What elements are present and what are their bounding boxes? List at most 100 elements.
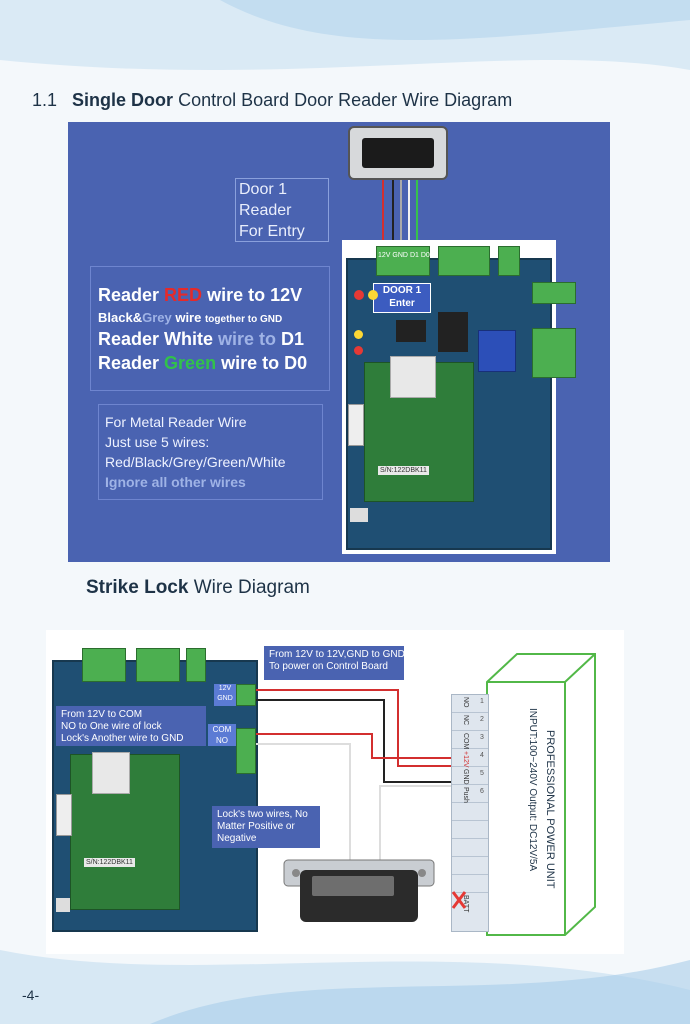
terminal-block (532, 282, 576, 304)
barcode-sticker-2 (56, 794, 72, 836)
regulator (438, 312, 468, 352)
terminal-num: 4 (480, 752, 484, 759)
text-span: to GND (244, 314, 283, 325)
page-number: -4- (22, 987, 40, 1003)
label-com: COM (212, 725, 232, 734)
door1-enter-label: DOOR 1 Enter (373, 283, 431, 313)
text-span: together (204, 314, 245, 325)
terminal-label: NO (462, 697, 469, 708)
ic-chip (396, 320, 426, 342)
text-span: wire to 12V (202, 285, 303, 305)
text-span: Black& (98, 310, 143, 325)
terminal-label: D0 (420, 252, 430, 259)
terminal-label: D1 (409, 252, 419, 259)
connector-2 (56, 898, 70, 912)
instruction-black-grey: Black&Grey wire together to GND (98, 310, 282, 325)
led-yellow (368, 290, 378, 300)
strike-lock-heading: Strike Lock Wire Diagram (86, 577, 310, 599)
instruction-green: Reader Green wire to D0 (98, 353, 307, 374)
note-line: From 12V to COM (61, 709, 143, 720)
label-gnd: GND (217, 695, 233, 702)
card-reader-device (348, 126, 448, 180)
note-line: Lock's Another wire to GND (61, 733, 184, 744)
door-label-line: Door 1 (239, 181, 288, 198)
terminal-label: Push (462, 787, 469, 803)
serial-sticker-2: S/N:122DBK11 (84, 858, 135, 867)
terminal-label: NC (462, 715, 469, 726)
psu-terminal: NO 1 (452, 695, 488, 713)
terminal-block (82, 648, 126, 682)
terminal-num: 2 (480, 716, 484, 723)
terminal-num: 3 (480, 734, 484, 741)
terminal-block (236, 728, 256, 774)
enter-label: Enter (389, 298, 415, 309)
label-no: NO (216, 736, 228, 745)
terminal-block (376, 246, 430, 276)
led-status (354, 346, 363, 355)
door-label-line: For Entry (239, 223, 305, 240)
lock-note: Lock's two wires, No Matter Positive or … (212, 806, 320, 848)
x-mark-icon (451, 891, 467, 909)
psu-terminal (452, 803, 488, 821)
psu-terminal: NC 2 (452, 713, 488, 731)
relay (478, 330, 516, 372)
text-span: Green (164, 353, 217, 373)
psu-label: PROFESSIONAL POWER UNIT INPUT:100~240V O… (504, 700, 584, 920)
psu-terminal (452, 821, 488, 839)
instruction-white: Reader White wire to D1 (98, 329, 304, 350)
note-line: Red/Black/Grey/Green/White (105, 454, 286, 470)
terminal-block (438, 246, 490, 276)
text-span: wire to (218, 329, 277, 349)
psu-terminal (452, 839, 488, 857)
connector (350, 508, 368, 522)
transformer-2 (92, 752, 130, 794)
heading-bold: Strike Lock (86, 577, 189, 598)
reader-keypad (362, 138, 434, 168)
note-line: Just use 5 wires: (105, 434, 210, 450)
psu-terminal: +12V 4 (452, 749, 488, 768)
note-line: Matter Positive or (217, 821, 295, 832)
terminal-block (498, 246, 520, 276)
text-span: wire to D0 (216, 353, 308, 373)
power-supply-unit (486, 653, 596, 936)
serial-sticker: S/N:122DBK11 (378, 466, 429, 475)
door1-label: DOOR 1 (382, 285, 422, 296)
note-line: From 12V to 12V,GND to GND (269, 649, 405, 660)
note-line: NO to One wire of lock (61, 721, 162, 732)
wiring-instructions: Reader RED wire to 12V Black&Grey wire t… (90, 266, 330, 391)
label-12v: 12V (218, 685, 232, 692)
text-span: Grey (142, 310, 172, 325)
terminal-num: 5 (480, 770, 484, 777)
terminal-block (236, 684, 256, 706)
terminal-label: 12V (378, 252, 391, 259)
board-com-no-label: COM NO (208, 724, 236, 746)
terminal-label: +12V (462, 751, 469, 768)
power-note: From 12V to 12V,GND to GND To power on C… (264, 646, 405, 680)
note-line: Negative (217, 833, 257, 844)
note-line: For Metal Reader Wire (105, 414, 247, 430)
psu-spec: INPUT:100~240V Output: DC12V/5A (527, 708, 538, 872)
section-number: 1.1 (32, 90, 58, 110)
terminal-block (186, 648, 206, 682)
board-12v-gnd-label: 12V GND (214, 684, 236, 706)
text-span: RED (164, 285, 203, 305)
section-heading: 1.1 Single Door Control Board Door Reade… (32, 90, 512, 111)
terminal-num: 1 (480, 698, 484, 705)
psu-title: PROFESSIONAL POWER UNIT (544, 730, 556, 889)
led-status (354, 330, 363, 339)
section-title-rest: Control Board Door Reader Wire Diagram (173, 90, 513, 110)
note-line: Lock's two wires, No (217, 809, 308, 820)
section-title-bold: Single Door (72, 90, 174, 110)
terminal-block (532, 328, 576, 378)
terminal-label: COM (462, 733, 469, 750)
psu-terminal (452, 875, 488, 893)
psu-terminal: COM 3 (452, 731, 488, 749)
door-reader-label: Door 1 Reader For Entry (235, 178, 329, 242)
led-red (354, 290, 364, 300)
